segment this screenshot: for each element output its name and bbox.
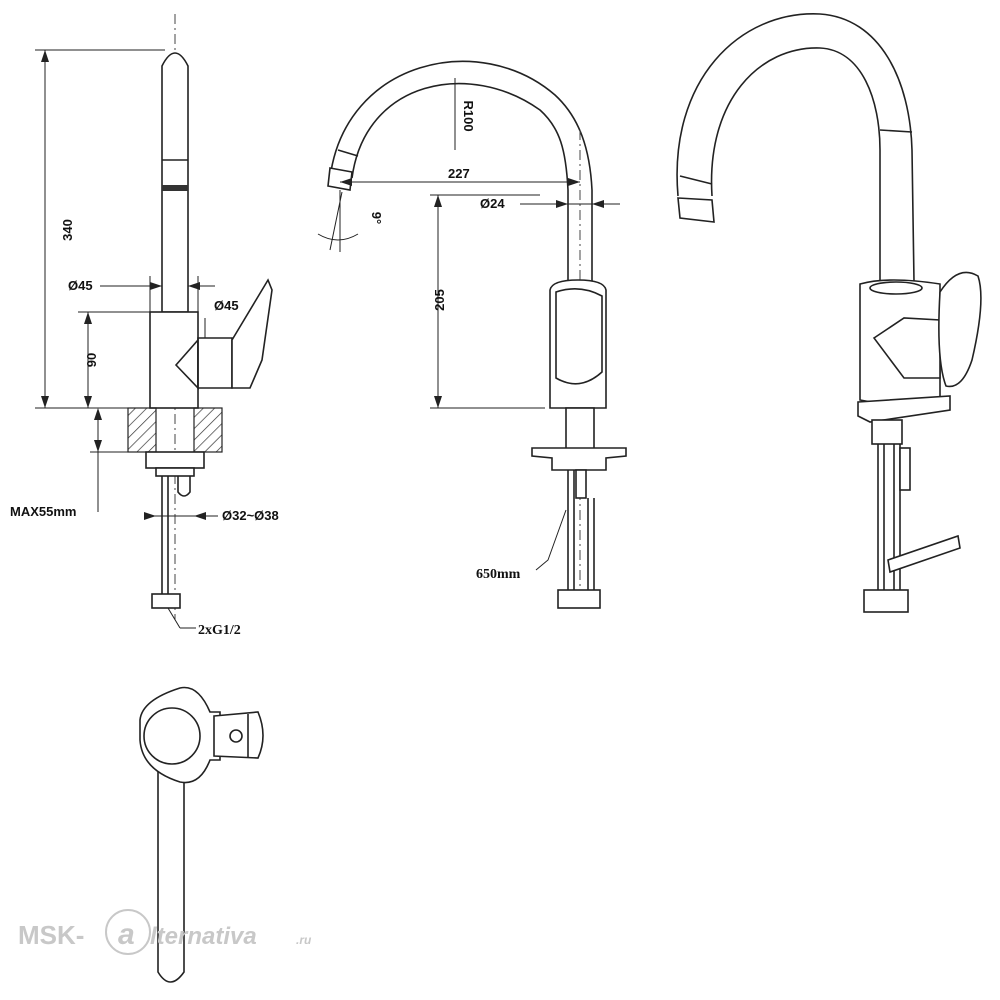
arrow [41, 50, 49, 62]
watermark-letter: a [118, 918, 135, 951]
side-view: R100 227 Ø24 205 9° 650mm [317, 60, 627, 609]
watermark: MSK- a lternativa .ru [18, 909, 312, 955]
arrow [144, 512, 156, 520]
arrow [568, 178, 580, 186]
arrow [188, 282, 200, 290]
dim-reach-label: 227 [448, 166, 470, 181]
watermark-ring [105, 909, 151, 955]
top-spout [157, 719, 185, 983]
arrow [434, 396, 442, 408]
dim-handle45-label: Ø45 [214, 298, 239, 313]
dim-hole-label: Ø32~Ø38 [222, 508, 279, 523]
dim-angle-label: 9° [369, 212, 384, 224]
front-hose-nut [151, 593, 181, 609]
persp-spout-outer [676, 13, 915, 283]
front-view: 340 Ø45 Ø45 90 MAX55mm Ø32~Ø38 2xG1/2 [10, 14, 279, 638]
persp-plate [857, 395, 951, 423]
arrow [84, 396, 92, 408]
side-spout-joint [337, 149, 359, 157]
dim-hose-leader [535, 509, 567, 571]
persp-stud [899, 447, 911, 491]
mount-washer [145, 451, 205, 469]
front-cartridge-cone [174, 337, 199, 390]
watermark-part2: lternativa [150, 923, 257, 950]
arrow [340, 178, 352, 186]
top-lever-pin [229, 729, 243, 743]
arrow [556, 200, 568, 208]
mount-nut [155, 467, 195, 477]
dim-angle-slant [329, 191, 343, 251]
arrow [94, 440, 102, 452]
front-aerator-ring [162, 185, 188, 191]
persp-spout-joint [679, 175, 713, 185]
front-body [149, 311, 199, 409]
arrow [194, 512, 206, 520]
dim-angle-arc [317, 233, 359, 241]
dim-max55-label: MAX55mm [10, 504, 76, 519]
dim-conn-leader [167, 607, 181, 629]
side-shank [565, 407, 595, 451]
dim-hose-label: 650mm [476, 567, 521, 582]
arrow [94, 408, 102, 420]
dim-340-label: 340 [60, 219, 75, 241]
side-hose-nut [557, 589, 601, 609]
dim-spout24-label: Ø24 [480, 196, 505, 211]
persp-shank [871, 419, 903, 445]
persp-aerator [677, 197, 715, 223]
side-stud [575, 469, 587, 499]
side-spout-inner [351, 82, 569, 288]
persp-lever [938, 271, 982, 388]
arrow [592, 200, 604, 208]
mount-stud [177, 476, 191, 497]
dim-205-label: 205 [432, 289, 447, 311]
persp-tag [887, 534, 961, 574]
dim-radius-label: R100 [461, 100, 476, 131]
side-lever [555, 288, 603, 385]
persp-body-top [869, 281, 923, 295]
side-spout-outer [329, 60, 593, 288]
persp-spout-inner [710, 47, 881, 282]
side-plate [531, 447, 627, 471]
countertop-left [127, 407, 157, 453]
top-view [139, 686, 264, 983]
persp-spout-joint-b [879, 129, 913, 133]
front-spout-tube [161, 52, 189, 313]
dim-connection-label: 2xG1/2 [198, 623, 241, 638]
persp-hose-nut [863, 589, 909, 613]
watermark-tld: .ru [296, 933, 312, 947]
arrow [434, 195, 442, 207]
top-body-circle [143, 707, 201, 765]
watermark-part1: MSK- [18, 920, 84, 950]
arrow [41, 396, 49, 408]
front-cartridge [197, 337, 233, 389]
side-aerator [327, 167, 353, 191]
arrow [150, 282, 162, 290]
arrow [84, 312, 92, 324]
countertop-right [193, 407, 223, 453]
dim-body45-label: Ø45 [68, 278, 93, 293]
dim-90-label: 90 [84, 353, 99, 367]
perspective-view [676, 13, 982, 613]
front-lever [231, 278, 273, 389]
